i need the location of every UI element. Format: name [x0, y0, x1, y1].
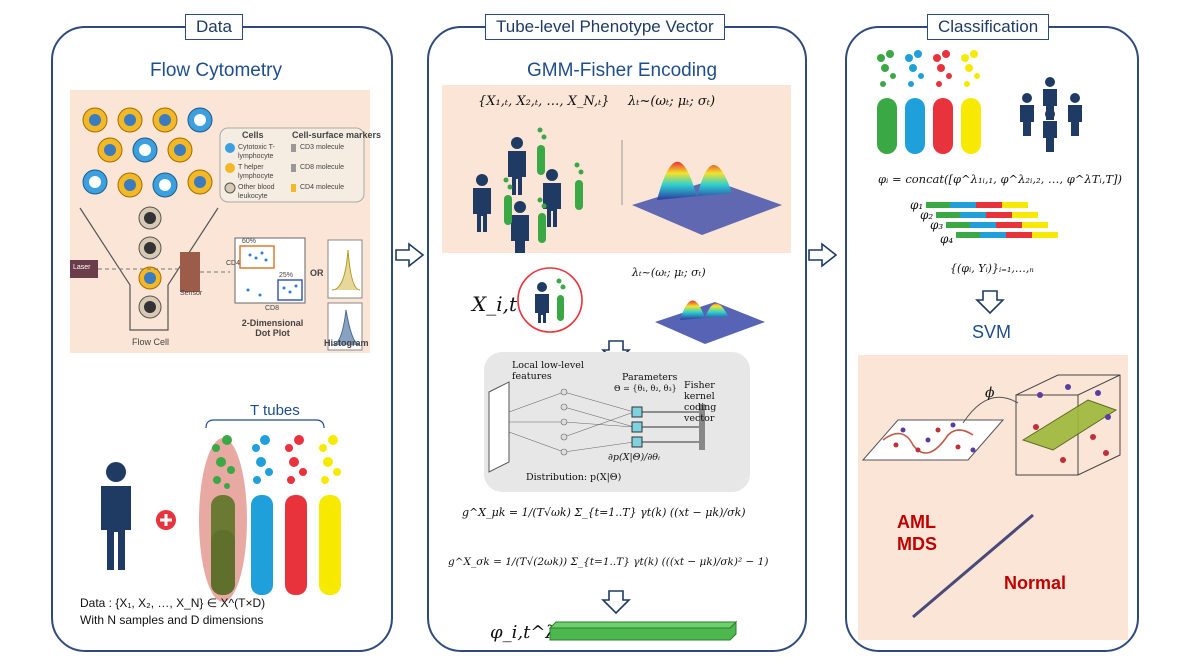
plus-icon	[156, 510, 176, 530]
local-features-label: Local low-level features	[512, 360, 584, 382]
arrow-down-icon	[975, 290, 1005, 315]
gmm-fisher-title: GMM-Fisher Encoding	[527, 60, 718, 81]
tube-red	[933, 50, 953, 154]
legend-marker-cd4: CD4 molecule	[300, 184, 344, 191]
phi-map-label: ϕ	[985, 385, 995, 401]
tube-yellow	[319, 435, 341, 595]
encoding-tab: Tube-level Phenotype Vector	[485, 14, 725, 40]
tube-red	[285, 435, 307, 595]
dotplot-label: 2-Dimensional Dot Plot	[241, 318, 304, 338]
legend-cell-cytotoxic: Cytotoxic T-lymphocyte	[238, 144, 275, 160]
legend-cells-header: Cells	[242, 130, 264, 140]
distribution-label: Distribution: p(X|Θ)	[526, 472, 622, 483]
lambda-formula: λₜ~(ωₜ; μₜ; σₜ)	[628, 94, 716, 109]
laser-box	[70, 260, 98, 278]
gradient-label: ∂p(X|Θ)/∂θᵢ	[608, 452, 660, 463]
phi-vector-bar	[548, 620, 738, 641]
person-icon	[543, 169, 561, 227]
xit-label: X_i,t	[472, 292, 518, 316]
class-normal: Normal	[1004, 573, 1067, 593]
arrow-right-icon	[395, 242, 425, 268]
t-tubes-label: T tubes	[250, 402, 300, 419]
theta-label: Θ = {θ₁, θ₂, θ₃}	[614, 384, 677, 393]
tube-blue	[251, 435, 273, 595]
fisher-network-diagram	[488, 381, 705, 473]
phi-it-label: φ_i,t^λt	[490, 622, 565, 643]
sensor-box	[180, 252, 200, 292]
histogram-label: Histogram	[324, 338, 369, 348]
sensor-label: Sensor	[180, 290, 203, 297]
cells-cluster	[82, 107, 213, 319]
person-icon	[508, 137, 526, 195]
q1-percent: 60%	[242, 238, 257, 245]
classification-tab: Classification	[927, 14, 1050, 40]
g-mu-formula: g^X_μk = 1/(T√ωk) Σ_{t=1..T} γt(k) ((xt …	[462, 506, 746, 519]
dot-plot-frame	[234, 237, 306, 304]
tubes-illustration	[101, 419, 341, 602]
flow-cell-label: Flow Cell	[132, 337, 170, 347]
flow-cytometry-diagram	[70, 107, 365, 351]
person-icon	[1068, 93, 1082, 136]
person-icon	[101, 462, 131, 570]
legend-cell-helper: T helper lymphocyte	[238, 164, 274, 180]
or-label: OR	[310, 268, 324, 278]
person-icon	[535, 282, 549, 323]
tube-yellow	[961, 50, 981, 154]
arrow-right-icon	[808, 242, 838, 268]
cd4-axis-label: CD4	[226, 260, 241, 267]
pairs-formula: {(φᵢ, Yᵢ)}ᵢ₌₁,…,ₙ	[950, 262, 1034, 275]
person-icon	[1020, 93, 1034, 136]
arrow-down-icon	[601, 590, 631, 615]
funnel-outline	[79, 207, 219, 331]
input-space-plane	[861, 419, 1005, 461]
legend-marker-cd3: CD3 molecule	[300, 144, 344, 151]
phi-label-1: φ₁	[910, 198, 924, 212]
person-icon	[1043, 109, 1057, 152]
phi-stacked-vectors	[926, 202, 1058, 238]
gmm-figure	[442, 85, 791, 253]
legend-marker-cd8: CD8 molecule	[300, 164, 344, 171]
phi-label-4: φ₄	[940, 232, 954, 246]
hyperplane	[1021, 399, 1118, 451]
data-tab: Data	[185, 14, 243, 40]
person-icon	[511, 201, 529, 253]
tube-blue	[905, 50, 925, 154]
class-aml: AML	[897, 512, 936, 532]
fisher-kernel-label: Fisher kernel coding vector	[684, 380, 717, 424]
gmm-illustration	[473, 127, 782, 253]
parameters-label: Parameters	[622, 372, 678, 383]
data-description: With N samples and D dimensions	[80, 613, 264, 627]
flow-cytometry-figure: Cells Cell-surface markers Cytotoxic T-l…	[70, 90, 381, 353]
phi-label-3: φ₃	[930, 218, 944, 232]
set-formula: {X₁,ₜ, X₂,ₜ, …, X_N,ₜ}	[478, 94, 610, 109]
class-mds: MDS	[897, 534, 937, 554]
laser-label: Laser	[73, 264, 91, 271]
svm-illustration	[861, 374, 1121, 619]
svm-label: SVM	[972, 322, 1012, 342]
cd8-axis-label: CD8	[265, 305, 280, 312]
flow-cytometry-title: Flow Cytometry	[150, 60, 282, 81]
xit-illustration	[517, 267, 583, 333]
legend-cell-other: Other blood leukocyte	[238, 184, 275, 200]
q2-percent: 25%	[279, 272, 294, 279]
gmm-small-surface	[655, 300, 765, 344]
tube-green	[877, 50, 897, 154]
phi-label-2: φ₂	[920, 208, 934, 222]
legend-markers-header: Cell-surface markers	[292, 130, 382, 140]
lambda-formula-small: λₜ~(ωₜ; μₜ; σₜ)	[632, 266, 706, 279]
person-icon	[473, 174, 491, 232]
g-sigma-formula: g^X_σk = 1/(T√(2ωk)) Σ_{t=1..T} γt(k) ((…	[448, 556, 769, 568]
data-formula: Data : {X₁, X₂, …, X_N} ∈ X^(T×D)	[80, 596, 266, 610]
phi-concat-formula: φᵢ = concat([φ^λ₁ᵢ,₁, φ^λ₂ᵢ,₂, …, φ^λTᵢ,…	[878, 172, 1122, 186]
decision-line	[912, 513, 1034, 619]
tube-green	[211, 435, 235, 595]
tubes-and-people	[877, 50, 1082, 154]
